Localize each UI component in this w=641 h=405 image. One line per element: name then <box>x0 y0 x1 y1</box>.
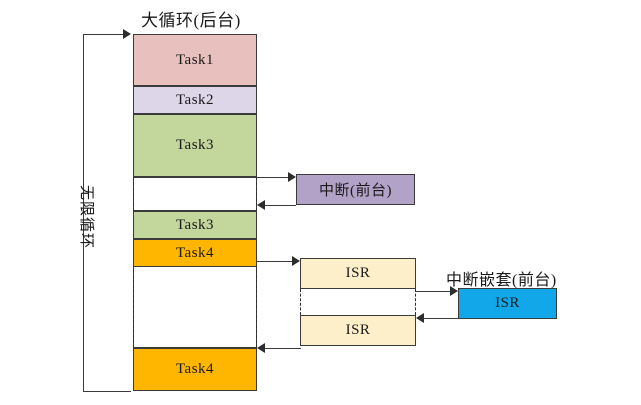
dashed-left-lower <box>133 255 134 348</box>
task3-resumed-label: Task3 <box>175 216 215 233</box>
task4-resumed-label: Task4 <box>175 361 215 377</box>
dashed-isr-right <box>415 289 416 315</box>
infinite-loop-label: 无限循环 <box>78 185 94 250</box>
arrow-from-interrupt-head-icon <box>257 200 265 210</box>
isr-block-upper: ISR <box>300 258 416 289</box>
arrow-to-nested-isr-line <box>416 291 450 292</box>
nested-interrupt-title: 中断嵌套(前台) <box>446 272 557 289</box>
isr-block-lower: ISR <box>300 315 416 346</box>
task-block-task4-first: Task4 <box>133 239 257 267</box>
task-block-task2: Task2 <box>133 86 257 114</box>
dashed-right-upper <box>256 177 257 211</box>
task1-label: Task1 <box>175 51 215 68</box>
task4-first-label: Task4 <box>175 244 215 261</box>
arrow-to-interrupt-line <box>257 177 289 178</box>
arrow-to-interrupt-head-icon <box>288 172 296 182</box>
isr-nested-label: ISR <box>495 295 520 311</box>
task-block-task4-resumed: Task4 <box>133 348 257 391</box>
interrupt-label: 中断(前台) <box>319 183 392 199</box>
arrow-from-interrupt-line <box>265 205 296 206</box>
arrow-to-nested-isr-head-icon <box>450 286 458 296</box>
task2-label: Task2 <box>175 91 215 108</box>
isr-block-nested: ISR <box>458 288 557 319</box>
arrow-from-isr-lower-head-icon <box>257 343 265 353</box>
loop-bracket-vertical <box>83 34 84 392</box>
arrow-from-nested-isr-head-icon <box>416 313 424 323</box>
task-block-task3-first: Task3 <box>133 114 257 177</box>
arrow-from-nested-isr-line <box>424 318 458 319</box>
dashed-isr-left <box>300 289 301 315</box>
arrow-from-isr-lower-line <box>265 348 301 349</box>
task-block-task1: Task1 <box>133 34 257 86</box>
loop-bracket-top <box>83 34 125 35</box>
loop-bracket-bottom <box>83 391 131 392</box>
task-block-task3-resumed: Task3 <box>133 211 257 239</box>
task3-first-label: Task3 <box>175 137 215 153</box>
isr-lower-label: ISR <box>345 322 371 338</box>
background-loop-title: 大循环(后台) <box>141 11 241 30</box>
dashed-left-upper <box>133 177 134 211</box>
loop-arrowhead-icon <box>123 29 131 39</box>
background-idle-gap-upper <box>133 177 257 211</box>
dashed-right-lower <box>256 255 257 348</box>
interrupt-block: 中断(前台) <box>296 174 415 205</box>
arrow-to-isr-upper-head-icon <box>292 256 300 266</box>
arrow-to-isr-upper-line <box>257 261 293 262</box>
isr-upper-label: ISR <box>345 265 371 281</box>
background-idle-gap-lower <box>133 255 257 348</box>
